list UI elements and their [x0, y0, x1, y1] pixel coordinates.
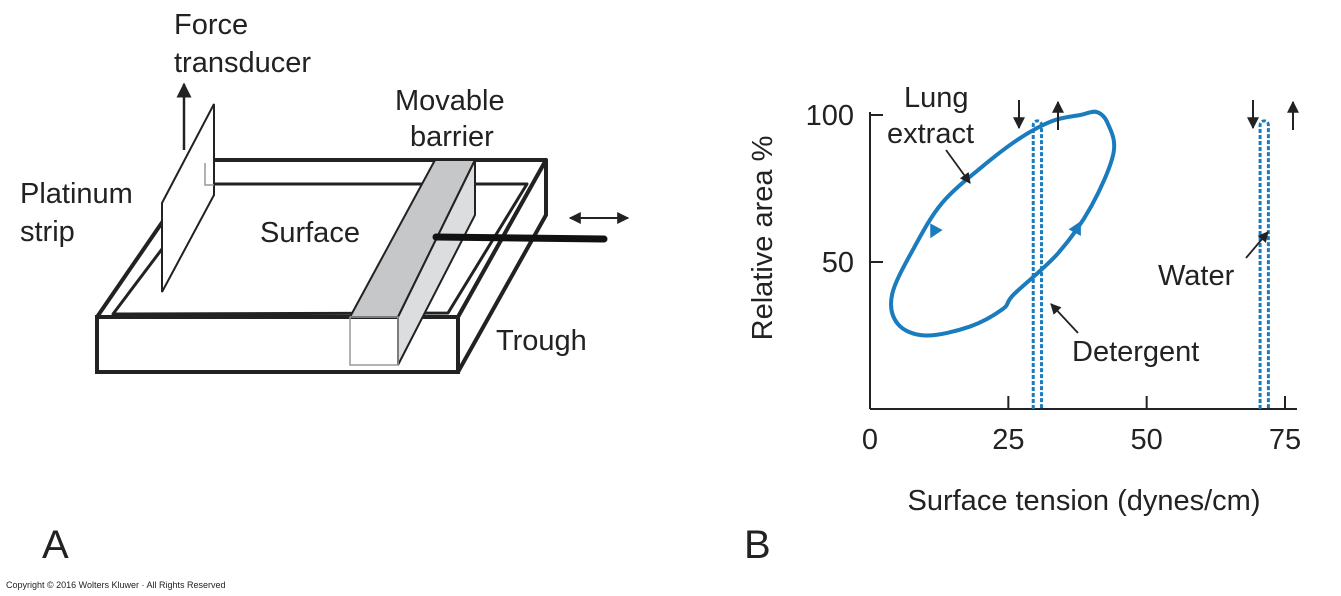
label-detergent: Detergent [1072, 336, 1199, 368]
barrier-rod [432, 233, 608, 243]
y-axis-label: Relative area % [747, 136, 779, 341]
strip-in-liquid [204, 163, 214, 186]
label-lung: Lung [904, 82, 969, 114]
panel-a-letter: A [42, 523, 69, 567]
x-tick-label: 0 [862, 424, 878, 456]
x-tick-label: 25 [992, 424, 1024, 456]
panel-a: Force transducer Movable barrier Platinu… [20, 9, 630, 567]
series-lung-extract-curve [889, 109, 1117, 338]
label-movable: Movable [395, 85, 505, 117]
x-tick-label: 50 [1131, 424, 1163, 456]
y-tick-label: 100 [806, 100, 854, 132]
lung-direction-arrow-down [930, 223, 943, 239]
label-trough: Trough [496, 325, 587, 357]
y-tick-label: 50 [822, 247, 854, 279]
label-transducer: transducer [174, 47, 311, 79]
trough-side [456, 158, 548, 374]
detergent-pointer [1050, 303, 1079, 334]
series-detergent-loop [1031, 119, 1044, 409]
series-water-loop [1258, 119, 1270, 409]
panel-b-letter: B [744, 523, 771, 567]
curves [889, 109, 1270, 409]
lung-direction-arrow-up [1068, 221, 1081, 236]
x-tick-label: 75 [1269, 424, 1301, 456]
label-surface: Surface [260, 217, 360, 249]
axis-ticks: 0 25 50 75 50 100 [806, 100, 1302, 456]
water-pointer [1245, 231, 1269, 259]
x-axis-label: Surface tension (dynes/cm) [908, 485, 1261, 517]
label-force: Force [174, 9, 248, 41]
label-platinum: Platinum [20, 178, 133, 210]
label-barrier: barrier [410, 121, 494, 153]
panel-b: 0 25 50 75 50 100 Lung extract Water Detergen… [744, 82, 1301, 567]
label-strip: strip [20, 216, 75, 248]
lung-pointer [945, 149, 971, 184]
label-water: Water [1158, 260, 1235, 292]
barrier-submerged [349, 316, 399, 366]
platinum-strip [161, 103, 215, 293]
label-extract: extract [887, 118, 974, 150]
copyright-notice: Copyright © 2016 Wolters Kluwer · All Ri… [6, 580, 226, 590]
